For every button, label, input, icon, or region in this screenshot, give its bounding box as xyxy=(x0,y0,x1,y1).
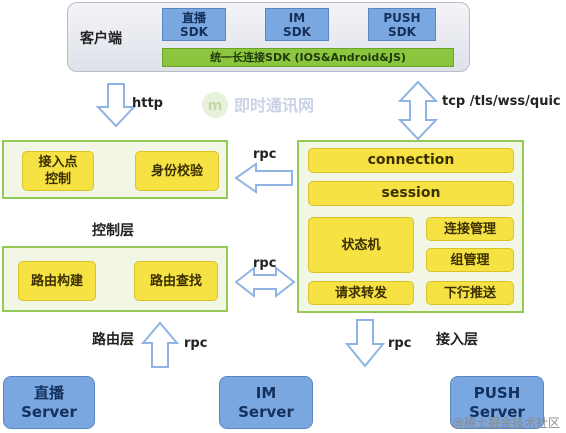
rpc-route-label: rpc xyxy=(253,256,277,271)
downlink-push-box: 下行推送 xyxy=(426,281,514,305)
route-lookup-box: 路由查找 xyxy=(134,261,218,301)
access-point-control-line2: 控制 xyxy=(44,172,71,187)
corner-watermark: @稀土掘金技术社区 xyxy=(452,416,561,430)
connection-management-box: 连接管理 xyxy=(426,217,514,241)
route-layer-label: 路由层 xyxy=(92,332,134,348)
push-server-line1: PUSH xyxy=(473,383,521,402)
push-sdk-line2: SDK xyxy=(388,24,416,39)
watermark-logo: m 即时通讯网 xyxy=(200,86,360,126)
identity-verification-box: 身份校验 xyxy=(135,151,219,191)
control-layer-label: 控制层 xyxy=(92,223,134,239)
live-server-line1: 直播 xyxy=(33,383,64,402)
rpc-route-up-label: rpc xyxy=(184,336,208,351)
connection-box: connection xyxy=(308,148,514,173)
push-sdk-box: PUSH SDK xyxy=(368,8,436,41)
live-sdk-line1: 直播 xyxy=(181,10,206,25)
im-server-line1: IM xyxy=(255,383,277,402)
tcp-label: tcp /tls/wss/quic xyxy=(442,94,561,109)
im-server-line2: Server xyxy=(238,402,294,421)
identity-verification-label: 身份校验 xyxy=(150,163,203,179)
tcp-double-arrow xyxy=(397,80,439,141)
rpc-control-left-arrow xyxy=(234,162,293,194)
push-server-box: PUSH Server xyxy=(450,376,544,429)
rpc-access-down-arrow xyxy=(344,319,386,368)
route-build-box: 路由构建 xyxy=(18,261,96,301)
rpc-route-double-arrow xyxy=(234,265,296,299)
session-box: session xyxy=(308,181,514,206)
watermark-logo-text: 即时通讯网 xyxy=(234,96,315,115)
live-server-box: 直播 Server xyxy=(3,376,95,429)
im-server-box: IM Server xyxy=(219,376,313,429)
unified-connection-sdk-bar: 统一长连接SDK (IOS&Android&JS) xyxy=(162,48,454,67)
im-sdk-box: IM SDK xyxy=(265,8,329,41)
state-machine-box: 状态机 xyxy=(308,217,414,273)
live-sdk-line2: SDK xyxy=(180,24,208,39)
http-down-arrow xyxy=(95,83,137,128)
access-point-control-line1: 接入点 xyxy=(38,155,78,170)
http-label: http xyxy=(132,96,163,111)
access-layer-label: 接入层 xyxy=(436,332,478,348)
push-server-line2: Server xyxy=(469,402,525,421)
group-management-box: 组管理 xyxy=(426,248,514,272)
watermark-logo-icon: m xyxy=(202,92,228,118)
live-sdk-box: 直播 SDK xyxy=(162,8,226,41)
svg-text:m: m xyxy=(208,98,223,114)
rpc-control-label: rpc xyxy=(253,147,277,162)
client-title: 客户端 xyxy=(80,31,122,47)
request-forwarding-box: 请求转发 xyxy=(308,281,414,305)
rpc-route-up-arrow xyxy=(140,321,180,368)
im-sdk-line2: SDK xyxy=(283,24,311,39)
live-server-line2: Server xyxy=(21,402,77,421)
im-sdk-line1: IM xyxy=(288,10,306,25)
rpc-access-down-label: rpc xyxy=(388,336,412,351)
push-sdk-line1: PUSH xyxy=(383,10,421,25)
access-point-control-box: 接入点 控制 xyxy=(22,151,94,191)
